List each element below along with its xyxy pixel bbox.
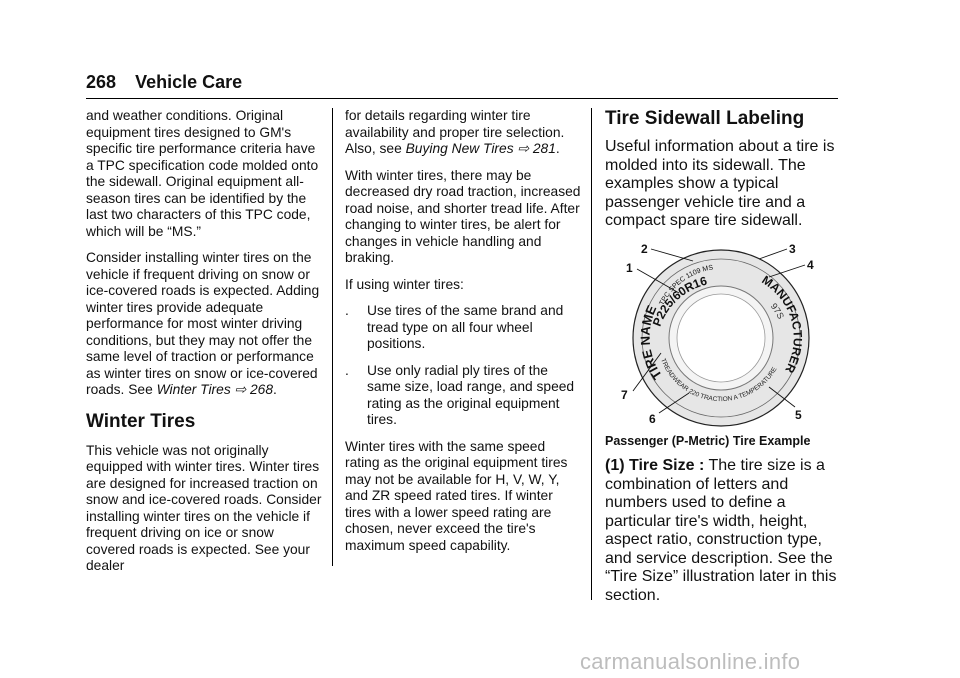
wheel-opening (676, 293, 766, 382)
cross-reference-link[interactable]: Winter Tires ⇨ 268 (157, 382, 273, 397)
paragraph-text: for details regarding winter tire availa… (345, 108, 565, 156)
bullet-item: . Use tires of the same brand and tread … (345, 303, 581, 353)
callout-3: 3 (789, 242, 796, 256)
cross-reference-title: Buying New Tires (405, 141, 514, 156)
paragraph: With winter tires, there may be decrease… (345, 167, 581, 266)
bullet-item: . Use only radial ply tires of the same … (345, 363, 581, 429)
column-divider (332, 108, 333, 566)
figure-caption: Passenger (P-Metric) Tire Example (605, 433, 811, 448)
paragraph: Consider installing winter tires on the … (86, 250, 320, 397)
column-3: Tire Sidewall Labeling Useful informatio… (605, 108, 845, 615)
paragraph-text: Consider installing winter tires on the … (86, 250, 320, 397)
section-heading: Winter Tires (86, 410, 196, 432)
cross-reference-page: 281 (532, 141, 556, 156)
watermark: carmanualsonline.info (580, 649, 801, 674)
paragraph: If using winter tires: (345, 276, 464, 292)
paragraph: Winter tires with the same speed rating … (345, 438, 568, 553)
column-2: for details regarding winter tire availa… (345, 108, 581, 564)
callout-2: 2 (641, 242, 648, 256)
callout-numbers: 1 2 3 4 5 6 7 (621, 242, 814, 426)
tire-bead-ring (641, 258, 801, 417)
section-title: Vehicle Care (135, 72, 243, 92)
cross-reference-title: Winter Tires (156, 382, 231, 397)
definition-term: (1) Tire Size : (605, 457, 705, 474)
callout-6: 6 (649, 412, 656, 426)
page-ref-icon: ⇨ (517, 141, 530, 156)
page-number: 268 (86, 72, 117, 92)
column-1: and weather conditions. Original equipme… (86, 108, 322, 585)
see-label: See (128, 382, 153, 397)
bullet-mark: . (345, 362, 349, 378)
bullet-mark: . (345, 303, 349, 318)
callout-4: 4 (807, 258, 814, 272)
definition-text: The tire size is a combination of letter… (605, 457, 837, 604)
cross-reference-link[interactable]: Buying New Tires ⇨ 281 (406, 141, 556, 156)
callout-7: 7 (621, 388, 628, 402)
section-heading: Tire Sidewall Labeling (605, 108, 805, 129)
page-header: 268 Vehicle Care (86, 72, 242, 93)
page-ref-icon: ⇨ (234, 382, 247, 397)
callout-5: 5 (795, 408, 802, 422)
bullet-text: Use only radial ply tires of the same si… (367, 362, 575, 428)
bullet-text: Use tires of the same brand and tread ty… (367, 303, 564, 351)
paragraph: for details regarding winter tire availa… (345, 108, 565, 156)
paragraph: This vehicle was not originally equipped… (86, 442, 322, 574)
tire-sidewall-illustration: TPC SPEC 1109 MS P225/60R16 97S TIRE NAM… (621, 242, 814, 427)
paragraph: Useful information about a tire is molde… (605, 138, 835, 229)
column-divider (591, 108, 592, 600)
callout-leaders (632, 248, 806, 413)
header-rule (86, 98, 838, 99)
cross-reference-page: 268 (249, 382, 274, 397)
paragraph: and weather conditions. Original equipme… (86, 108, 319, 239)
definition-paragraph: (1) Tire Size : The tire size is a combi… (605, 457, 845, 605)
callout-1: 1 (626, 261, 633, 275)
